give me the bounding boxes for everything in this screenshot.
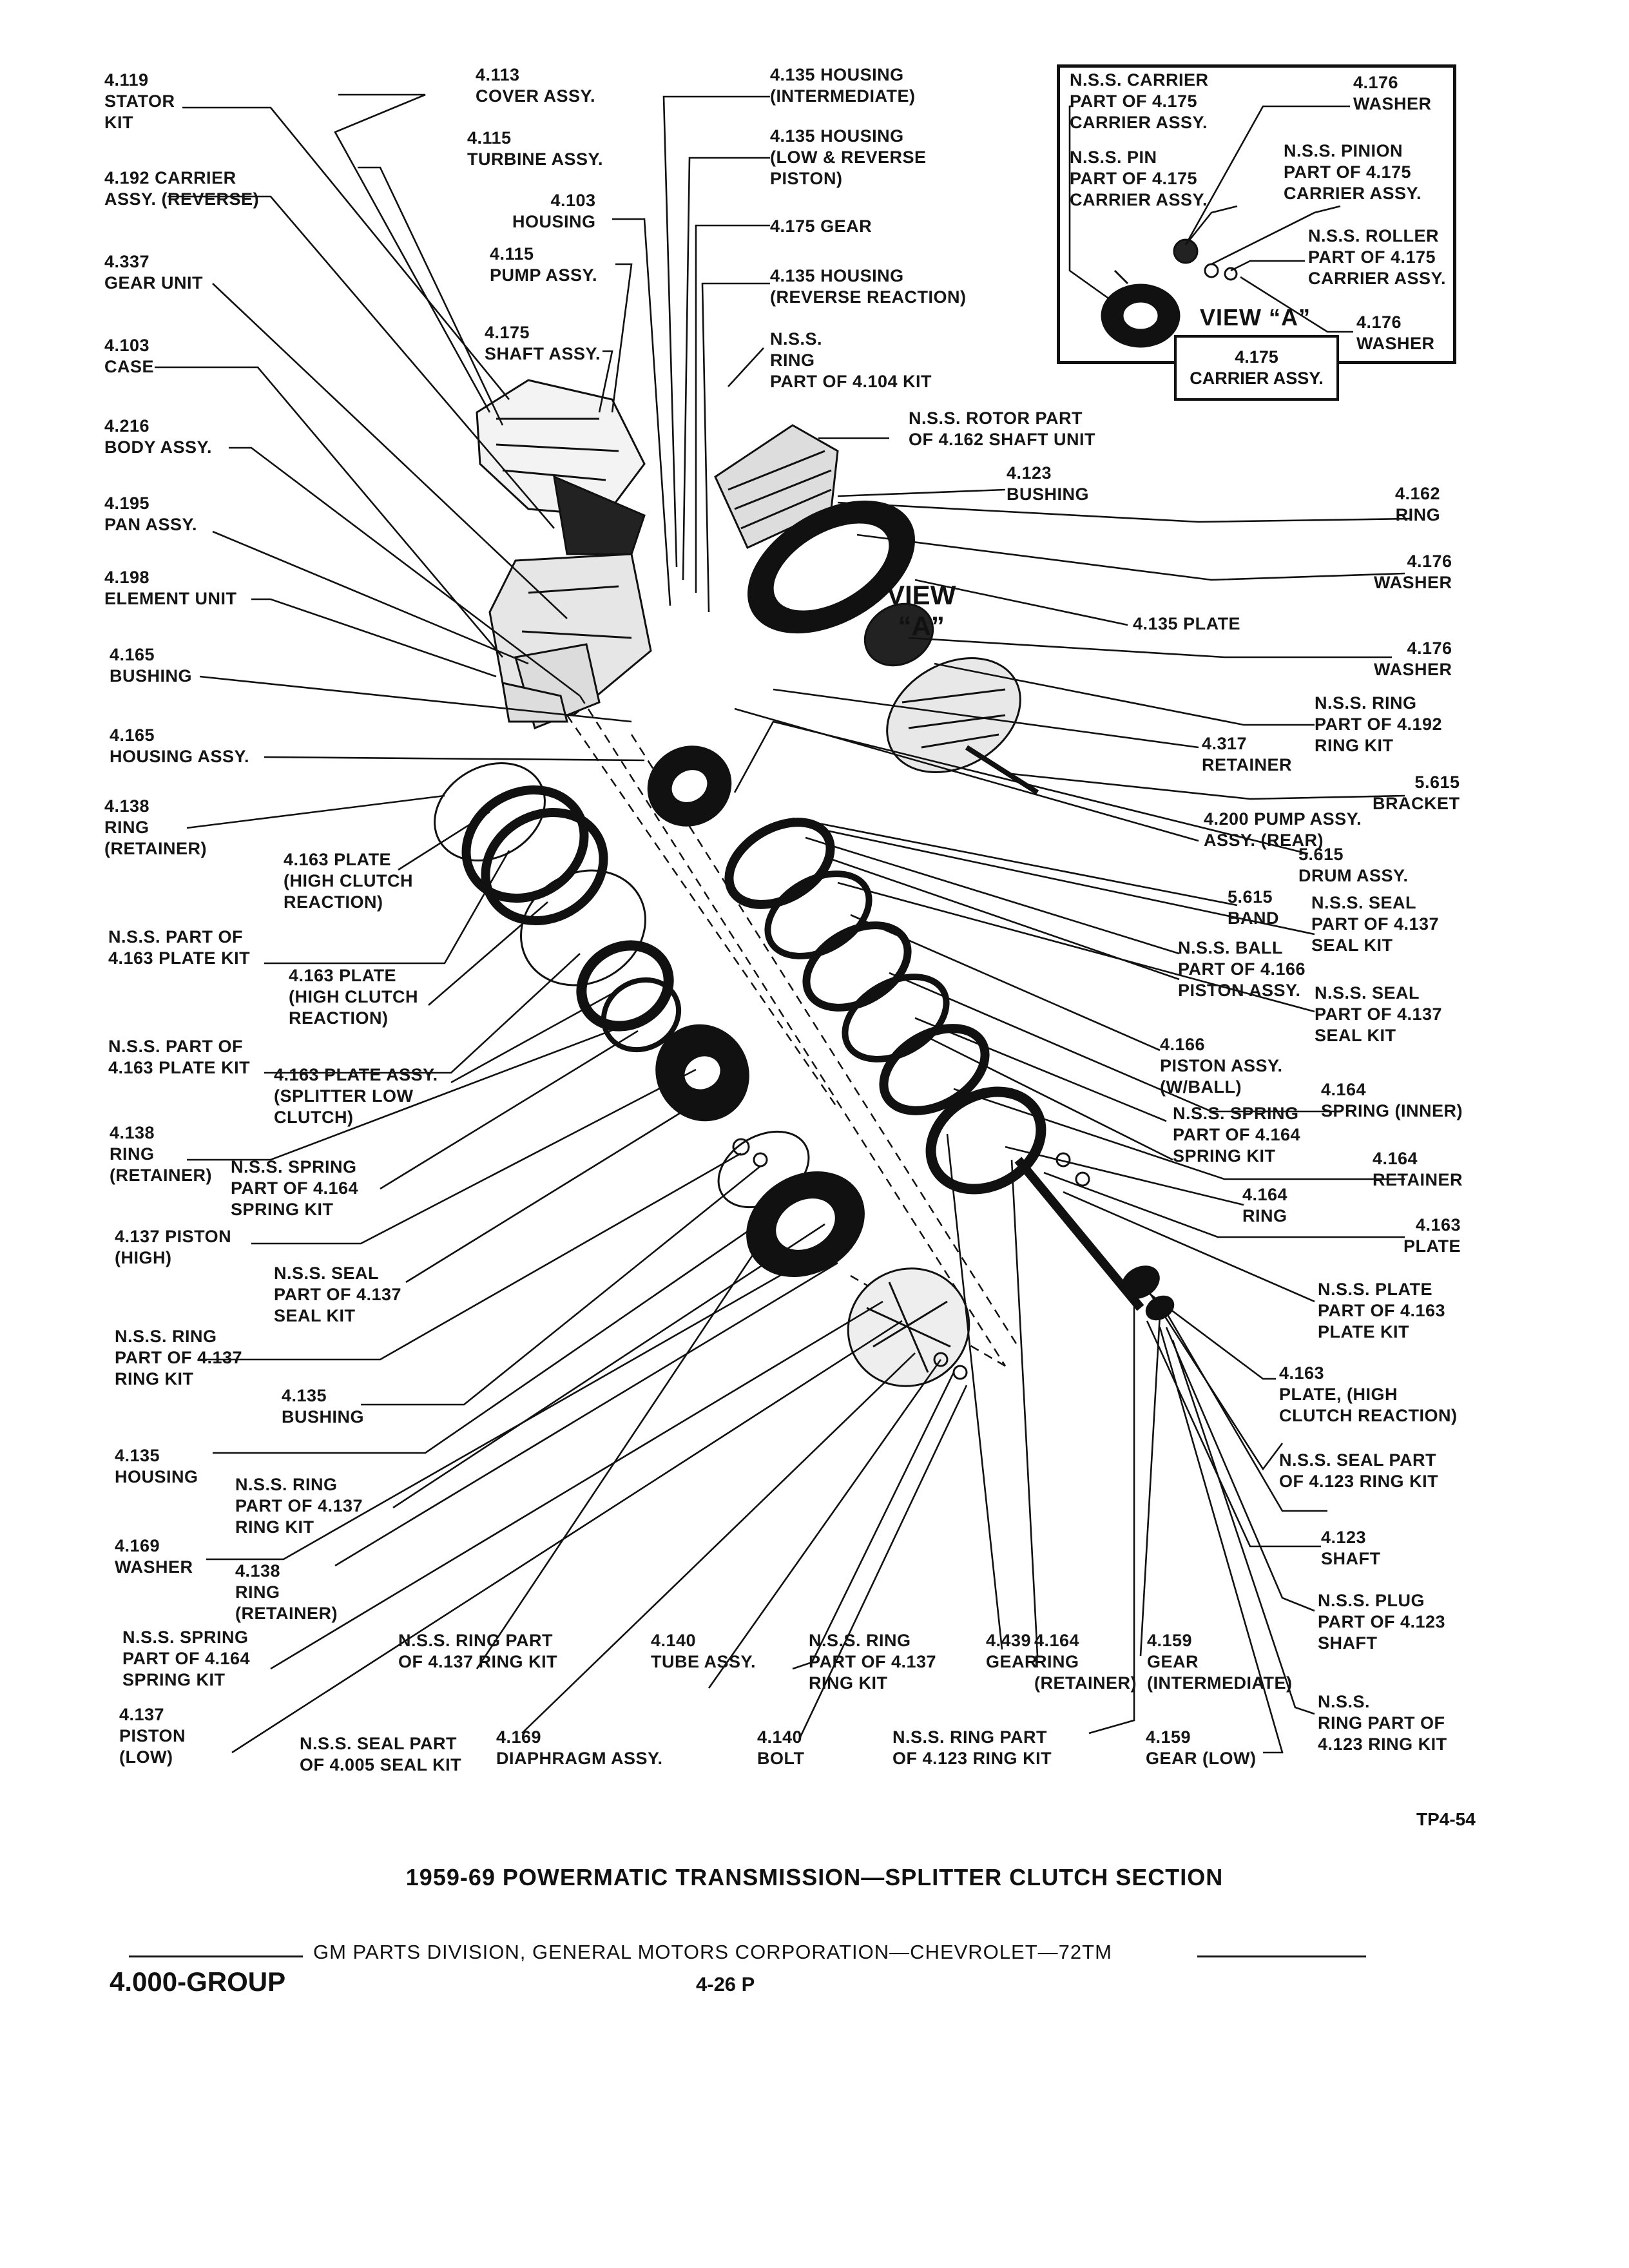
part-label: N.S.S. SPRING PART OF 4.164 SPRING KIT bbox=[1173, 1104, 1301, 1166]
part-label: N.S.S. RING PART OF 4.137 RING KIT bbox=[398, 1631, 558, 1671]
footer-publisher: GM PARTS DIVISION, GENERAL MOTORS CORPOR… bbox=[313, 1941, 1112, 1963]
page-number: 4-26 P bbox=[696, 1973, 755, 1995]
part-label: 4.123 BUSHING bbox=[1007, 463, 1090, 504]
part-label: N.S.S. RING PART OF 4.137 RING KIT bbox=[809, 1631, 937, 1693]
part-label: N.S.S. RING PART OF 4.137 RING KIT bbox=[115, 1327, 243, 1389]
part-label: N.S.S. SEAL PART OF 4.005 SEAL KIT bbox=[300, 1734, 462, 1774]
part-label: 4.439 GEAR bbox=[986, 1631, 1038, 1671]
part-label: 4.337 GEAR UNIT bbox=[104, 252, 203, 293]
group-code: 4.000-GROUP bbox=[110, 1966, 286, 1997]
view-a-inset-title: VIEW “A” bbox=[1200, 304, 1311, 331]
part-label: 4.169 WASHER bbox=[115, 1536, 193, 1577]
part-label: N.S.S. PLATE PART OF 4.163 PLATE KIT bbox=[1318, 1280, 1446, 1341]
view-a-callout: VIEW “A” bbox=[887, 580, 956, 641]
figure-code: TP4-54 bbox=[1416, 1809, 1476, 1829]
part-label: 4.195 PAN ASSY. bbox=[104, 494, 198, 534]
part-label: 4.164 RETAINER bbox=[1373, 1149, 1463, 1189]
part-label: N.S.S. RING PART OF 4.137 RING KIT bbox=[235, 1475, 363, 1537]
part-label: 4.165 HOUSING ASSY. bbox=[110, 726, 250, 766]
part-label: 4.115 PUMP ASSY. bbox=[490, 244, 598, 285]
part-label: 4.103 CASE bbox=[104, 336, 155, 376]
part-label: 4.135 HOUSING bbox=[115, 1446, 198, 1486]
part-label: N.S.S. RING PART OF 4.123 RING KIT bbox=[1318, 1692, 1447, 1754]
part-label: N.S.S. SEAL PART OF 4.137 SEAL KIT bbox=[1311, 893, 1440, 955]
part-label: N.S.S. ROTOR PART OF 4.162 SHAFT UNIT bbox=[909, 408, 1096, 449]
part-label: N.S.S. SEAL PART OF 4.137 SEAL KIT bbox=[274, 1264, 402, 1325]
figure-title: 1959-69 POWERMATIC TRANSMISSION—SPLITTER… bbox=[405, 1864, 1224, 1890]
part-label: 4.138 RING (RETAINER) bbox=[104, 796, 207, 858]
part-label: 4.198 ELEMENT UNIT bbox=[104, 568, 237, 608]
part-label: N.S.S. PLUG PART OF 4.123 SHAFT bbox=[1318, 1591, 1446, 1653]
part-label: N.S.S. SPRING PART OF 4.164 SPRING KIT bbox=[231, 1157, 359, 1219]
part-label: 4.175 SHAFT ASSY. bbox=[485, 323, 601, 363]
part-label: 4.192 CARRIER ASSY. (REVERSE) bbox=[104, 168, 260, 209]
part-label: 4.138 RING (RETAINER) bbox=[235, 1561, 338, 1623]
part-label: 4.176 WASHER bbox=[1374, 639, 1452, 679]
part-label: 5.615 DRUM ASSY. bbox=[1298, 845, 1409, 885]
part-label: N.S.S. RING PART OF 4.192 RING KIT bbox=[1315, 693, 1443, 755]
part-label: N.S.S. SEAL PART OF 4.123 RING KIT bbox=[1279, 1450, 1439, 1491]
carrier-inset-drawing bbox=[1101, 238, 1238, 348]
part-label: N.S.S. RING PART OF 4.123 RING KIT bbox=[892, 1727, 1052, 1768]
part-label: 4.169 DIAPHRAGM ASSY. bbox=[496, 1727, 663, 1768]
part-label: 4.317 RETAINER bbox=[1202, 734, 1293, 774]
part-label: N.S.S. RING PART OF 4.104 KIT bbox=[770, 329, 932, 391]
part-label: 5.615 BAND bbox=[1228, 887, 1279, 928]
part-label: 4.113 COVER ASSY. bbox=[476, 65, 596, 106]
part-label: 4.119 STATOR KIT bbox=[104, 70, 175, 132]
part-label: 4.163 PLATE bbox=[1403, 1215, 1461, 1256]
part-label: 4.164 SPRING (INNER) bbox=[1321, 1080, 1463, 1120]
part-label: 4.123 SHAFT bbox=[1321, 1528, 1381, 1568]
drum-stack-drawing bbox=[647, 424, 1175, 1321]
part-label: 4.138 RING (RETAINER) bbox=[110, 1123, 212, 1185]
inset-label: N.S.S. PIN PART OF 4.175 CARRIER ASSY. bbox=[1070, 148, 1208, 209]
part-label: 4.135 PLATE bbox=[1133, 614, 1241, 633]
part-label: 4.159 GEAR (INTERMEDIATE) bbox=[1147, 1631, 1293, 1693]
footer-rule bbox=[1197, 1956, 1366, 1957]
part-label: 4.137 PISTON (HIGH) bbox=[115, 1227, 232, 1267]
inset-label: 4.176 WASHER bbox=[1353, 73, 1432, 113]
inset-label: N.S.S. ROLLER PART OF 4.175 CARRIER ASSY… bbox=[1308, 226, 1447, 288]
part-label: N.S.S. SPRING PART OF 4.164 SPRING KIT bbox=[122, 1628, 251, 1689]
part-label: 4.140 TUBE ASSY. bbox=[651, 1631, 757, 1671]
part-label: 4.135 HOUSING (REVERSE REACTION) bbox=[770, 266, 967, 307]
part-label: 4.200 PUMP ASSY. ASSY. (REAR) bbox=[1204, 809, 1362, 850]
part-label: 4.103 HOUSING bbox=[512, 191, 596, 231]
part-label: 4.159 GEAR (LOW) bbox=[1146, 1727, 1257, 1768]
front-assembly-drawing bbox=[476, 379, 652, 730]
leader-lines bbox=[155, 93, 1412, 1754]
part-label: 4.163 PLATE (HIGH CLUTCH REACTION) bbox=[289, 966, 418, 1028]
part-label: 4.115 TURBINE ASSY. bbox=[467, 128, 604, 169]
part-label: 4.175 GEAR bbox=[770, 216, 872, 236]
part-label: 4.165 BUSHING bbox=[110, 645, 193, 686]
clutch-stack-drawing bbox=[434, 762, 970, 1387]
part-label: 4.164 RING bbox=[1242, 1185, 1288, 1225]
part-label: N.S.S. SEAL PART OF 4.137 SEAL KIT bbox=[1315, 983, 1443, 1045]
part-label: 5.615 BRACKET bbox=[1373, 773, 1460, 813]
part-label: 4.163 PLATE (HIGH CLUTCH REACTION) bbox=[284, 850, 413, 912]
part-label: 4.216 BODY ASSY. bbox=[104, 416, 213, 457]
inset-label: N.S.S. CARRIER PART OF 4.175 CARRIER ASS… bbox=[1070, 70, 1209, 132]
part-label: 4.135 BUSHING bbox=[282, 1386, 365, 1427]
part-label: 4.135 HOUSING (LOW & REVERSE PISTON) bbox=[770, 126, 927, 188]
inset-label: 4.176 WASHER bbox=[1356, 312, 1435, 353]
part-label: 4.140 BOLT bbox=[757, 1727, 805, 1768]
part-label: 4.163 PLATE ASSY. (SPLITTER LOW CLUTCH) bbox=[274, 1065, 438, 1127]
part-label: 4.137 PISTON (LOW) bbox=[119, 1705, 186, 1767]
part-label: 4.135 HOUSING (INTERMEDIATE) bbox=[770, 65, 916, 106]
part-label: N.S.S. BALL PART OF 4.166 PISTON ASSY. bbox=[1178, 938, 1306, 1000]
inset-carrier-label: 4.175 CARRIER ASSY. bbox=[1174, 335, 1339, 401]
part-label: 4.163 PLATE, (HIGH CLUTCH REACTION) bbox=[1279, 1363, 1458, 1425]
part-label: 4.166 PISTON ASSY. (W/BALL) bbox=[1160, 1035, 1283, 1097]
part-label: 4.176 WASHER bbox=[1374, 552, 1452, 592]
part-label: 4.164 RING (RETAINER) bbox=[1034, 1631, 1137, 1693]
part-label: 4.162 RING bbox=[1395, 484, 1441, 524]
footer-rule bbox=[129, 1956, 303, 1957]
axis-guide-lines bbox=[566, 695, 1019, 1367]
part-label: N.S.S. PART OF 4.163 PLATE KIT bbox=[108, 927, 251, 968]
part-label: N.S.S. PART OF 4.163 PLATE KIT bbox=[108, 1037, 251, 1077]
inset-label: N.S.S. PINION PART OF 4.175 CARRIER ASSY… bbox=[1284, 141, 1422, 203]
